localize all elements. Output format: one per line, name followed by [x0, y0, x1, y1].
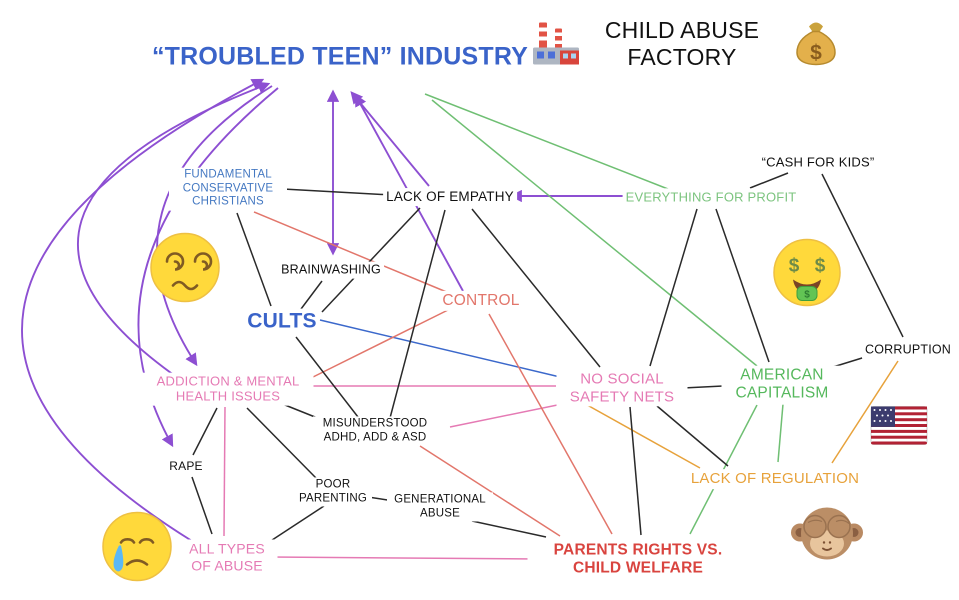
edge-addiction-to-poor-parenting: [246, 407, 317, 479]
edge-control-to-fundamental-conservative-christians: [253, 211, 450, 294]
node-corruption: CORRUPTION: [861, 341, 955, 359]
edge-no-social-safety-nets-to-misunderstood: [449, 401, 573, 428]
edge-american-capitalism-to-title: [431, 99, 758, 367]
node-cults: CULTS: [244, 308, 320, 336]
factory-icon: [530, 20, 582, 73]
crying-face-icon: [100, 510, 174, 589]
edge-everything-for-profit-to-no-social-safety-nets: [649, 208, 698, 367]
edge-rape-to-all-types-of-abuse: [191, 476, 213, 535]
edge-poor-parenting-to-all-types-of-abuse: [265, 505, 325, 545]
dizzy-face-icon: [148, 231, 222, 310]
node-american-capitalism: AMERICAN CAPITALISM: [721, 365, 843, 405]
node-troubled-teen-industry: “TROUBLED TEEN” INDUSTRY: [148, 41, 532, 73]
node-brainwashing: BRAINWASHING: [278, 261, 384, 279]
edge-american-capitalism-to-lack-of-regulation: [777, 403, 784, 463]
edge-parents-rights-to-misunderstood: [419, 445, 561, 537]
edge-cash-for-kids-to-corruption: [821, 173, 904, 338]
node-parents-rights-vs-child-welfare: PARENTS RIGHTS VS. CHILD WELFARE: [527, 540, 749, 580]
edge-control-to-parents-rights: [488, 313, 613, 535]
node-no-social-safety-nets: NO SOCIAL SAFETY NETS: [556, 369, 688, 407]
node-misunderstood-adhd-add-asd: MISUNDERSTOOD ADHD, ADD & ASD: [313, 416, 437, 446]
edge-corruption-to-lack-of-regulation: [831, 360, 899, 464]
edge-no-social-safety-nets-to-lack-of-regulation: [656, 405, 729, 467]
edge-title-to-addiction: [156, 85, 273, 367]
edge-addiction-to-misunderstood: [279, 402, 321, 420]
edge-addiction-to-rape: [192, 407, 218, 456]
money-mouth-face-icon: $ $ $: [771, 237, 843, 314]
edge-control-to-addiction: [306, 307, 453, 381]
us-flag-icon: [870, 406, 928, 451]
edge-cults-to-misunderstood: [295, 336, 359, 418]
edge-lack-of-empathy-to-cults: [321, 207, 421, 313]
edge-fundamental-conservative-christians-to-lack-of-empathy: [282, 188, 393, 196]
node-all-types-of-abuse: ALL TYPES OF ABUSE: [176, 539, 278, 575]
money-bag-icon: $: [789, 17, 843, 72]
node-lack-of-regulation: LACK OF REGULATION: [687, 469, 863, 489]
edge-no-social-safety-nets-to-parents-rights: [629, 406, 642, 536]
node-child-abuse-factory: CHILD ABUSE FACTORY: [604, 16, 760, 70]
edge-lack-of-empathy-to-no-social-safety-nets: [471, 208, 601, 368]
see-no-evil-monkey-icon: [788, 499, 866, 576]
svg-text:$: $: [789, 256, 800, 277]
node-control: CONTROL: [439, 290, 523, 312]
node-rape: RAPE: [166, 457, 206, 475]
node-generational-abuse: GENERATIONAL ABUSE: [387, 492, 493, 522]
edge-addiction-to-title: [76, 81, 271, 379]
node-lack-of-empathy: LACK OF EMPATHY: [383, 188, 517, 206]
edge-addiction-to-all-types-of-abuse: [223, 406, 226, 537]
svg-text:$: $: [810, 42, 822, 65]
edge-all-types-of-abuse-to-title: [21, 78, 265, 542]
edge-lack-of-regulation-to-no-social-safety-nets: [579, 400, 701, 469]
node-addiction-mental-health-issues: ADDICTION & MENTAL HEALTH ISSUES: [142, 372, 314, 406]
svg-text:$: $: [804, 290, 810, 301]
edge-everything-for-profit-to-american-capitalism: [715, 208, 770, 363]
svg-text:$: $: [815, 256, 826, 277]
edge-fundamental-conservative-christians-to-cults: [236, 212, 272, 307]
edge-cash-for-kids-to-everything-for-profit: [749, 172, 789, 189]
node-fundamental-conservative-christians: FUNDAMENTAL CONSERVATIVE CHRISTIANS: [169, 167, 287, 211]
edge-no-social-safety-nets-to-american-capitalism: [682, 385, 724, 389]
edge-generational-abuse-to-parents-rights: [471, 520, 547, 538]
edge-everything-for-profit-to-title: [424, 93, 669, 190]
edge-brainwashing-to-cults: [300, 280, 323, 310]
node-everything-for-profit: EVERYTHING FOR PROFIT: [622, 188, 800, 206]
edge-cults-to-no-social-safety-nets: [319, 319, 561, 378]
edge-lack-of-empathy-to-misunderstood: [389, 209, 446, 419]
node-poor-parenting: POOR PARENTING: [294, 477, 372, 507]
edge-all-types-of-abuse-to-parents-rights: [269, 556, 537, 560]
node-cash-for-kids: “CASH FOR KIDS”: [758, 153, 878, 171]
edge-lack-of-empathy-to-title: [350, 91, 430, 187]
